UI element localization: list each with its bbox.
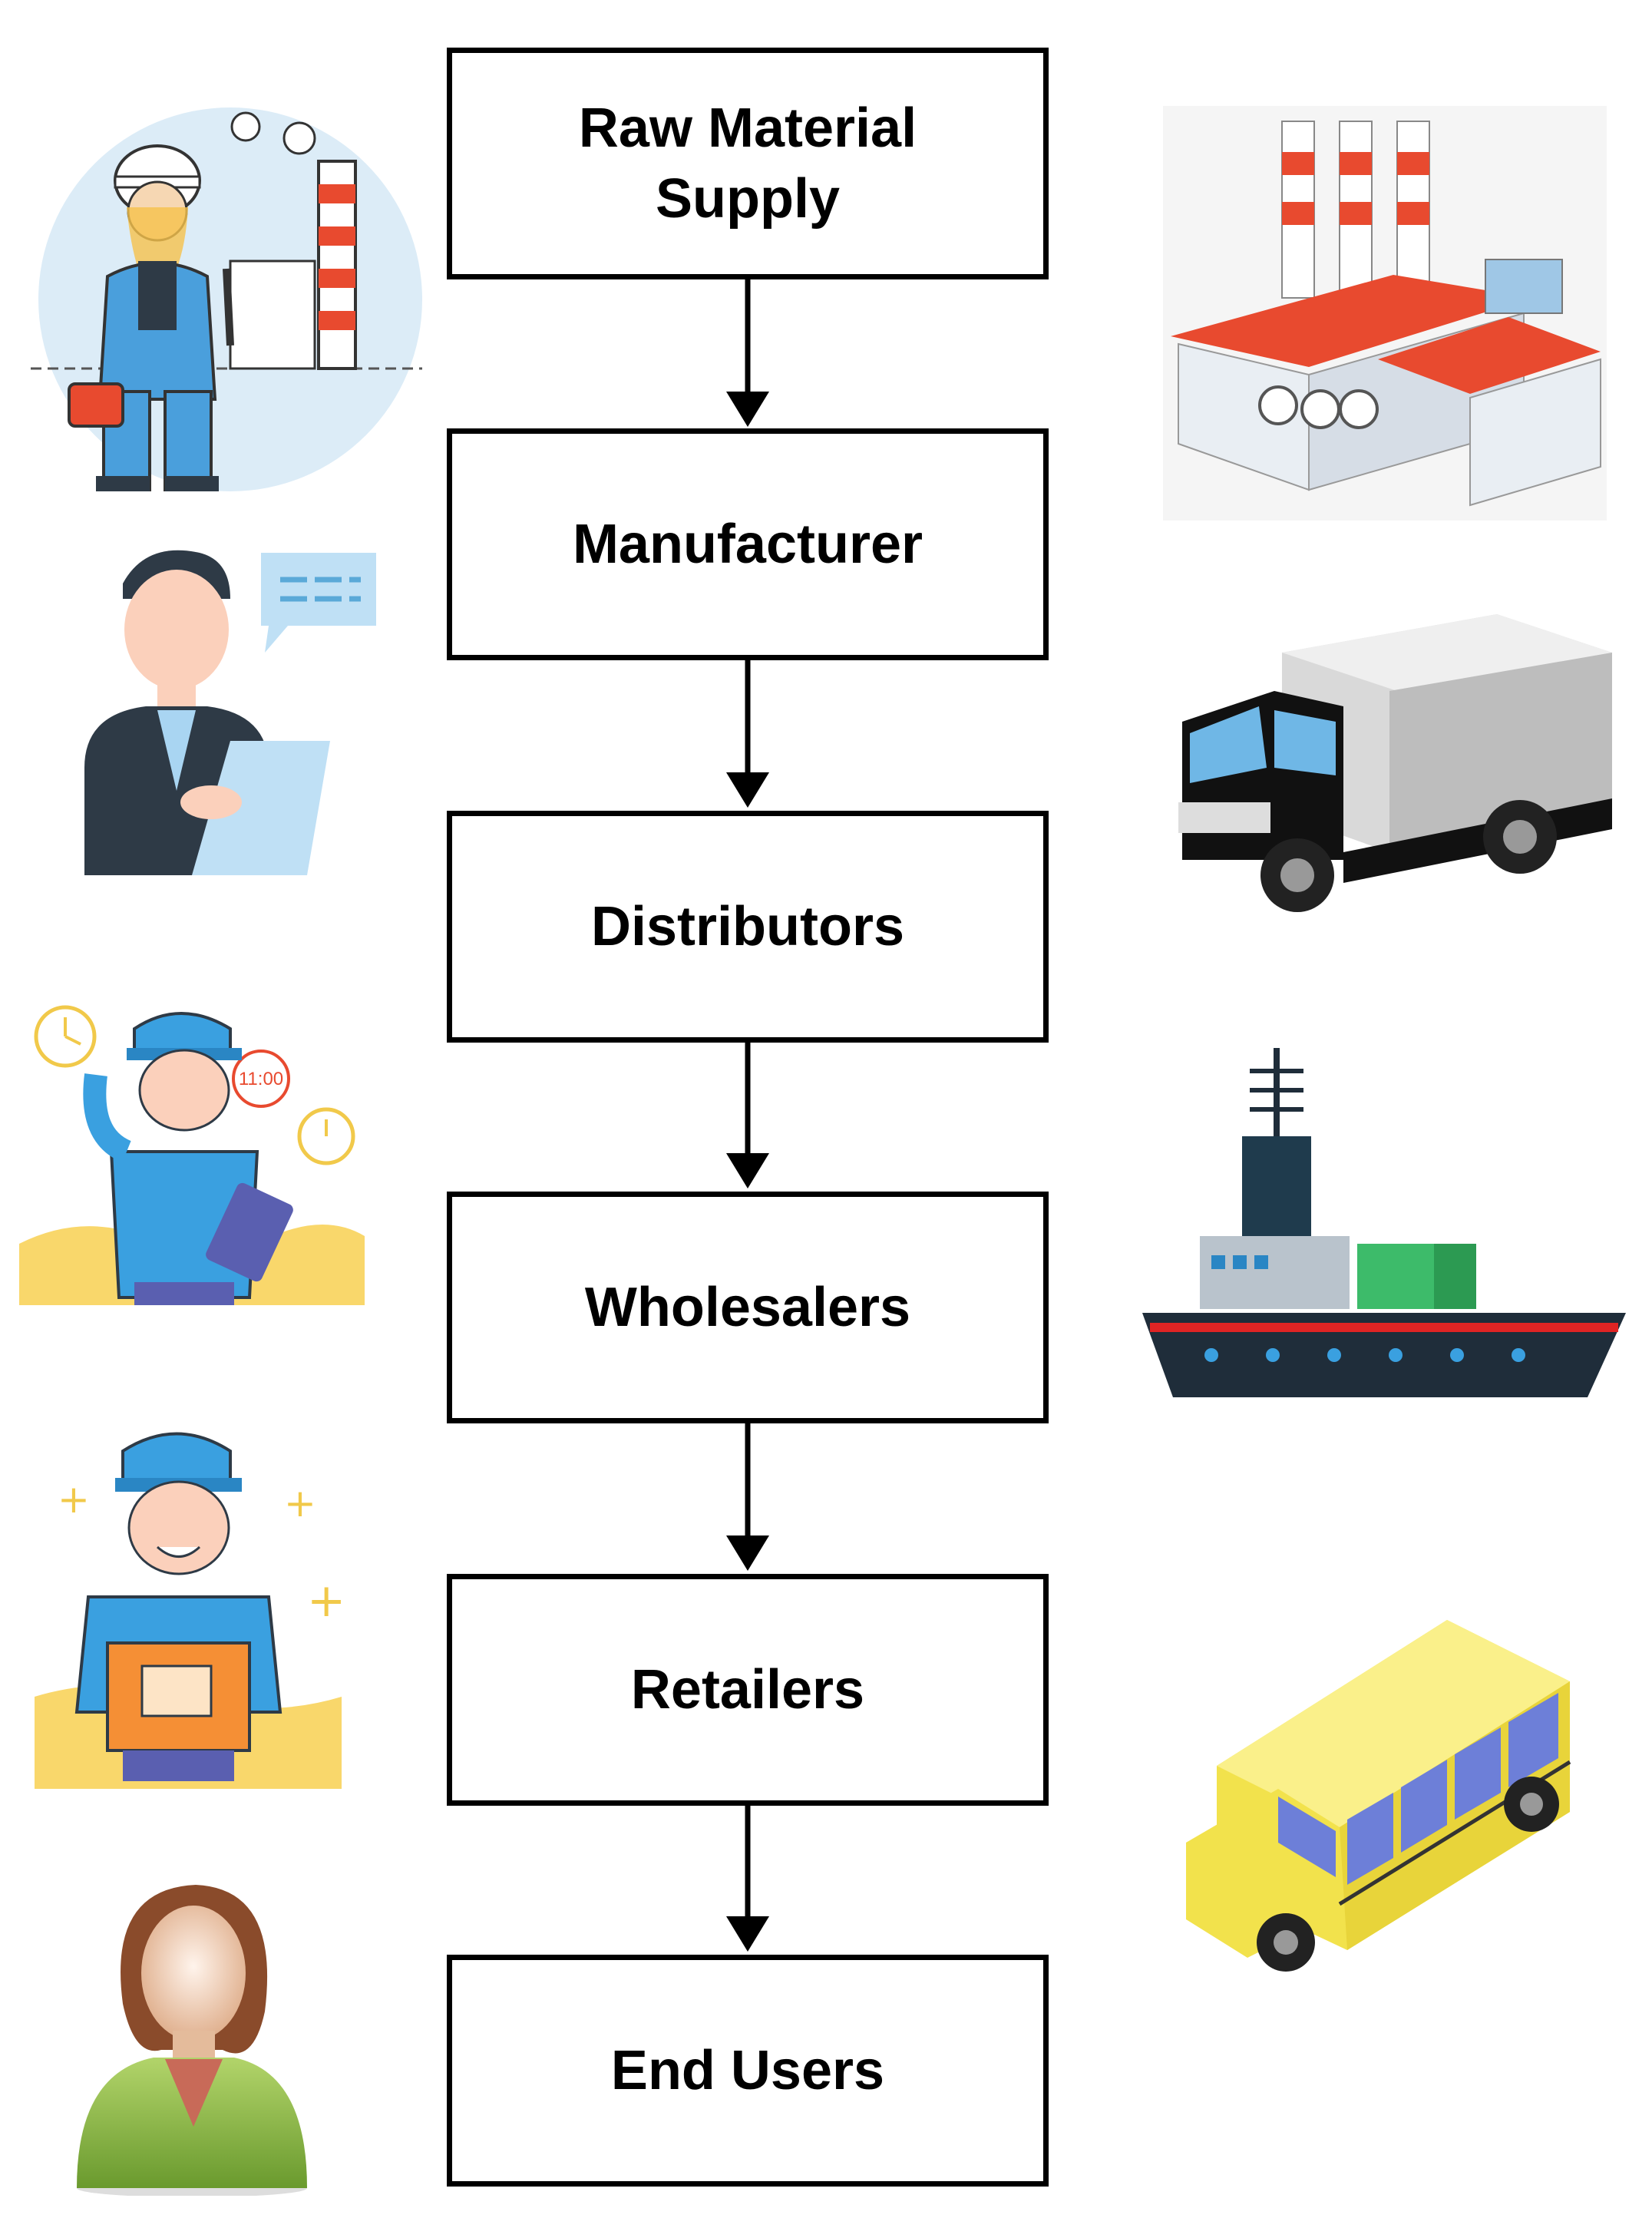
truck-icon <box>1159 607 1612 929</box>
step-distributors: Distributors <box>447 811 1049 1043</box>
step-wholesalers: Wholesalers <box>447 1192 1049 1423</box>
woman-avatar-icon <box>61 1873 322 2196</box>
businessman-clipboard-icon <box>77 537 384 875</box>
yellow-bus-icon <box>1171 1612 1585 1981</box>
step-manufacturer: Manufacturer <box>447 428 1049 660</box>
factory-icon <box>1163 106 1607 521</box>
engineer-worker-icon <box>23 92 422 491</box>
svg-text:+: + <box>307 1574 342 1628</box>
cargo-ship-icon <box>1142 1048 1626 1409</box>
svg-text:11:00: 11:00 <box>239 1069 283 1089</box>
step-label: Raw Material Supply <box>578 98 917 230</box>
step-label: Distributors <box>590 896 905 957</box>
step-label: Retailers <box>630 1659 865 1721</box>
step-raw-material-supply: Raw Material Supply <box>447 48 1049 279</box>
delivery-man-box-icon: + + + <box>35 1420 342 1789</box>
courier-phone-icon: 11:00 <box>19 983 365 1305</box>
step-retailers: Retailers <box>447 1574 1049 1806</box>
svg-text:+: + <box>284 1481 316 1526</box>
step-label: Manufacturer <box>572 514 923 575</box>
svg-text:+: + <box>58 1477 90 1522</box>
step-label: End Users <box>610 2040 885 2101</box>
step-end-users: End Users <box>447 1955 1049 2187</box>
step-label: Wholesalers <box>584 1277 911 1338</box>
